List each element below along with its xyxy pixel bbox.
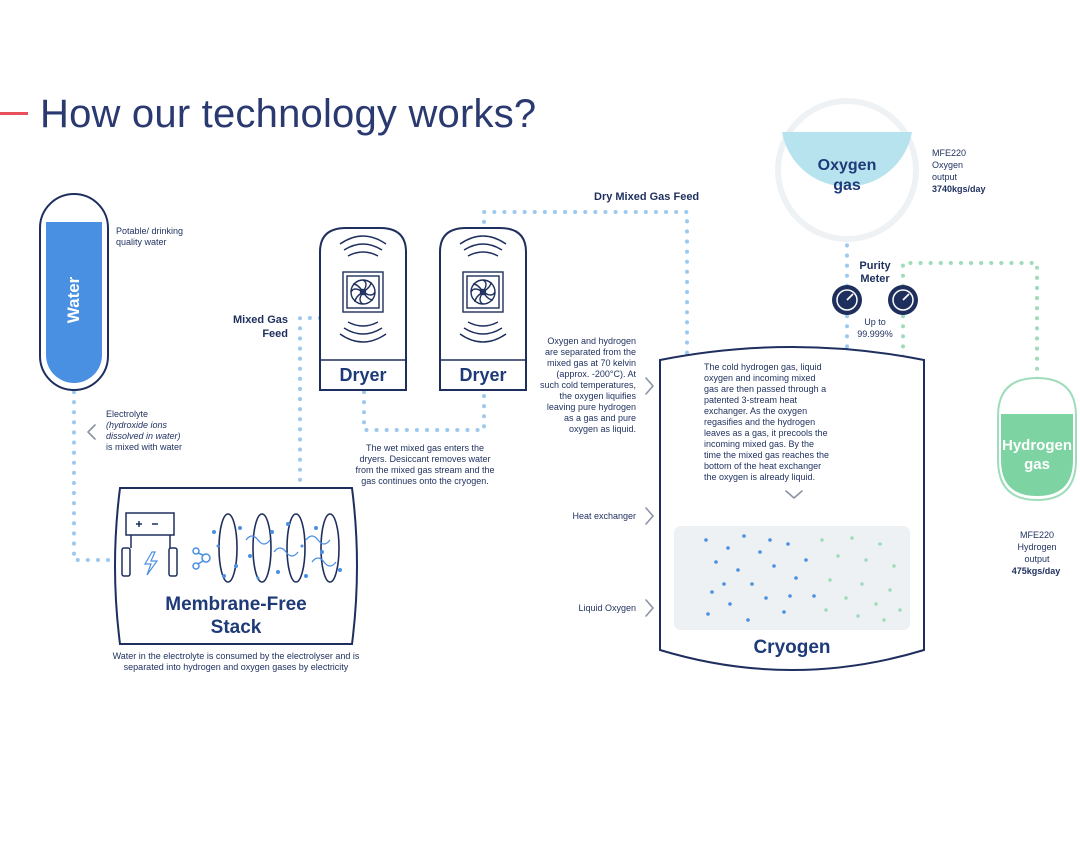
electrolyte-mix: is mixed with water [106, 442, 183, 452]
gauge-icon [832, 285, 862, 315]
hydrogen-output-line2: output [1024, 554, 1050, 564]
oxygen-output-value: 3740kgs/day [932, 184, 986, 194]
stack-caption: Water in the electrolyte is consumed by … [112, 651, 360, 672]
mixed-gas-feed-label: Mixed Gas Feed [232, 314, 288, 340]
dryer-1 [319, 227, 407, 391]
hydrogen-tank [997, 376, 1077, 502]
lightning-icon [143, 551, 159, 576]
water-label: Water [64, 276, 83, 324]
electrolyte-detail: (hydroxide ions dissolved in water) [106, 420, 181, 441]
pipe-dry-gas-feed [482, 210, 689, 500]
electrolyte-title: Electrolyte [106, 409, 149, 419]
water-note: Potable/ drinking quality water [116, 226, 184, 247]
hydrogen-output-value: 475kgs/day [1011, 566, 1061, 576]
molecule-icon [192, 547, 211, 570]
dryer-1-label: Dryer [339, 365, 387, 385]
purity-value-line1: Up to [864, 317, 886, 327]
pipe-water-to-stack [72, 390, 114, 562]
purity-value-line2: 99.999% [857, 329, 893, 339]
hydrogen-output-model: MFE220 [1019, 530, 1054, 540]
cryogen-note: The cold hydrogen gas, liquid oxygen and… [704, 362, 830, 482]
pipe-hydrogen-out [901, 261, 1039, 500]
heat-exchanger-label: Heat exchanger [572, 511, 636, 521]
dryer-2-label: Dryer [459, 365, 507, 385]
oxygen-gas-globe [775, 98, 919, 242]
liquid-oxygen-particles [704, 534, 816, 622]
pipe-stack-to-dryer [298, 316, 322, 492]
dryers-caption: The wet mixed gas enters the dryers. Des… [355, 443, 495, 486]
pipe-dryer-to-dryer [362, 390, 486, 432]
water-tank [39, 193, 109, 391]
stack-label-line1: Membrane-Free [165, 594, 307, 615]
oxygen-label-line2: gas [833, 177, 861, 194]
separation-note: Oxygen and hydrogen are separated from t… [539, 336, 636, 434]
chevron-right-icon [645, 507, 654, 525]
dry-mixed-gas-feed-label: Dry Mixed Gas Feed [594, 191, 700, 203]
chevron-right-icon [645, 599, 654, 617]
chevron-right-icon [645, 377, 654, 395]
oxygen-output-line1: Oxygen [932, 160, 964, 170]
hydrogen-particles [820, 536, 902, 622]
page-title: How our technology works? [40, 92, 537, 136]
fan-icon [342, 271, 384, 313]
purity-meter-label-line1: Purity [859, 260, 891, 272]
hydrogen-label-line2: gas [1024, 456, 1050, 473]
stack-label-line2: Stack [210, 617, 262, 638]
hydrogen-output-line1: Hydrogen [1017, 542, 1057, 552]
liquid-oxygen-label: Liquid Oxygen [578, 603, 636, 613]
hydrogen-label-line1: Hydrogen [1001, 437, 1072, 454]
cryogen-label: Cryogen [753, 637, 831, 658]
chevron-down-icon [785, 490, 803, 499]
oxygen-output-model: MFE220 [932, 148, 967, 158]
membrane-free-stack [114, 487, 358, 645]
oxygen-output-line2: output [932, 172, 958, 182]
cryogen-vessel [659, 346, 925, 671]
dryer-2 [439, 227, 527, 391]
title-accent-line [0, 112, 28, 115]
battery-icon [121, 512, 178, 577]
fan-icon [462, 271, 504, 313]
gauge-icon [888, 285, 918, 315]
chevron-left-icon [87, 424, 96, 440]
oxygen-label-line1: Oxygen [817, 157, 877, 174]
purity-meter-label-line2: Meter [860, 273, 890, 285]
